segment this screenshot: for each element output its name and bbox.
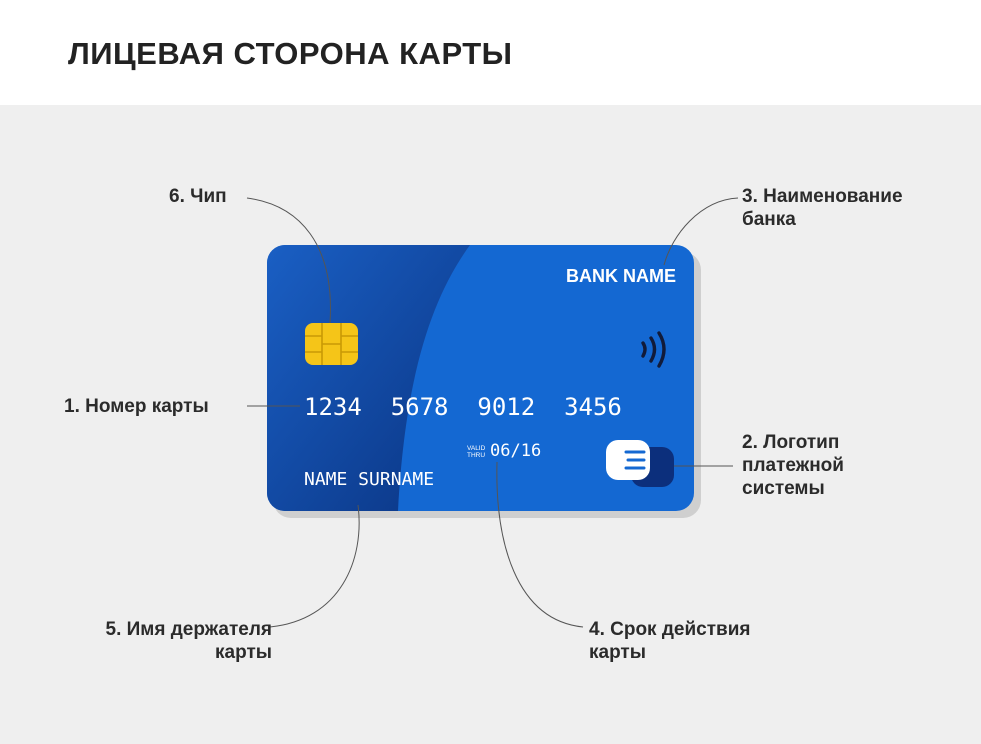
card-number: 1234 5678 9012 3456 xyxy=(304,393,622,421)
label-chip: 6. Чип xyxy=(169,186,227,207)
label-card-number: 1. Номер карты xyxy=(64,396,209,417)
leader-line-chip xyxy=(246,197,331,324)
payment-system-logo xyxy=(606,440,674,487)
leader-line-holder xyxy=(269,504,360,628)
page-title: ЛИЦЕВАЯ СТОРОНА КАРТЫ xyxy=(68,36,513,71)
valid-thru-small-2: THRU xyxy=(467,452,485,459)
holder-name: NAME SURNAME xyxy=(304,469,434,490)
bank-name: BANK NAME xyxy=(566,266,676,286)
label-bank-name: 3. Наименование банка xyxy=(742,186,903,230)
label-expiry: 4. Срок действия карты xyxy=(589,619,751,663)
label-card-holder: 5. Имя держателя карты xyxy=(105,619,272,663)
chip-icon xyxy=(305,323,358,365)
expiry-date: 06/16 xyxy=(490,441,541,461)
leader-line-bank xyxy=(663,197,739,266)
contactless-icon xyxy=(641,331,666,368)
leader-line-expiry xyxy=(496,461,584,628)
label-payment-system: 2. Логотип платежной системы xyxy=(742,432,844,499)
leader-lines xyxy=(246,197,739,628)
card-dark-section xyxy=(267,245,470,511)
bank-card xyxy=(267,245,694,511)
valid-thru-small-1: VALID xyxy=(467,445,486,452)
